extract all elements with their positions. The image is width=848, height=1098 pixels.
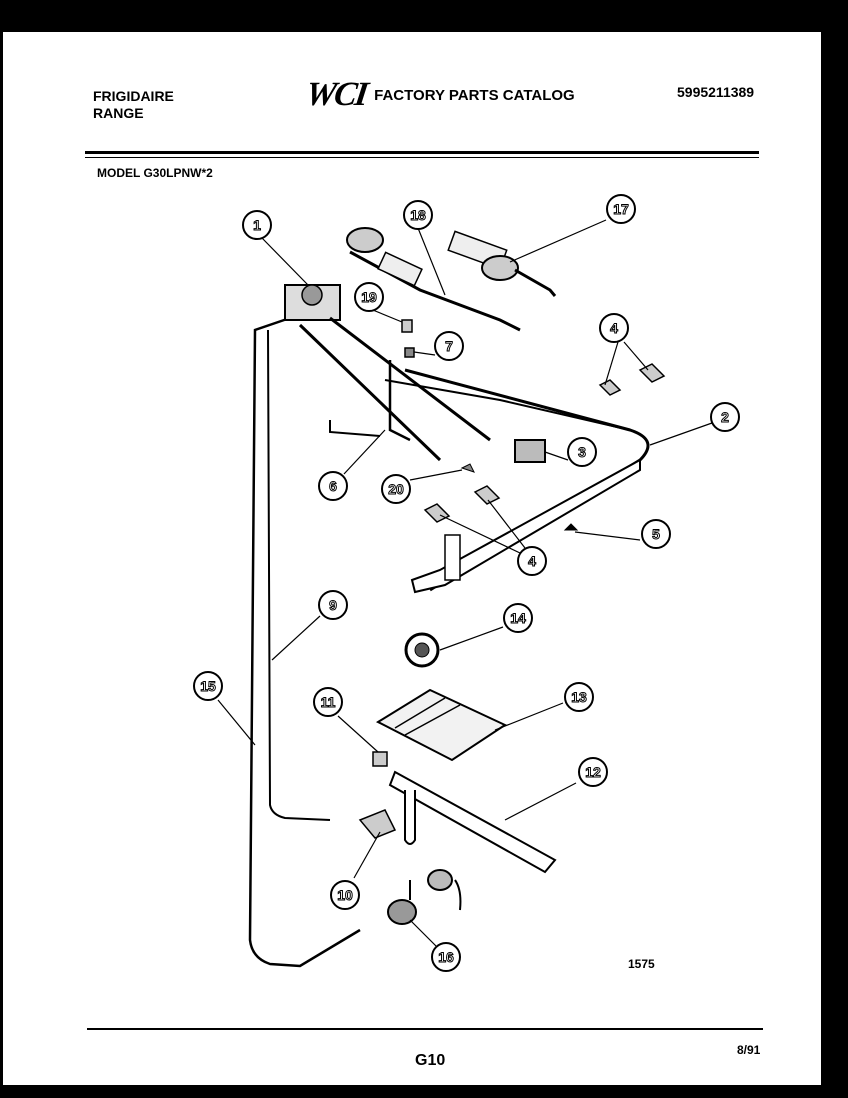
svg-text:9: 9 — [329, 597, 337, 613]
thermostat-part — [284, 284, 491, 462]
header-rule-thin — [85, 157, 759, 158]
valve-part-3 — [514, 439, 546, 463]
valve-part-10 — [358, 809, 397, 839]
svg-text:6: 6 — [329, 478, 337, 494]
callout-7: 7 — [434, 331, 464, 361]
brand-name: FRIGIDAIRE — [93, 88, 174, 104]
valve-part-17 — [447, 230, 557, 297]
svg-text:3: 3 — [578, 444, 586, 460]
callout-3: 3 — [567, 437, 597, 467]
burner-valve-part — [346, 227, 521, 332]
svg-text:7: 7 — [445, 338, 453, 354]
callout-14: 14 — [503, 603, 533, 633]
header-rule — [85, 151, 759, 154]
svg-text:19: 19 — [361, 289, 377, 305]
page-id: G10 — [415, 1052, 446, 1069]
burner-part-13 — [375, 688, 508, 762]
part-number: 5995211389 — [677, 84, 755, 100]
bracket-part-11 — [372, 751, 388, 767]
burner-bracket — [410, 458, 641, 594]
callout-12: 12 — [578, 757, 608, 787]
callout-9: 9 — [318, 590, 348, 620]
callout-1: 1 — [242, 210, 272, 240]
catalog-title-block: WCI FACTORY PARTS CATALOG — [303, 76, 575, 113]
pilot-tube-9 — [267, 329, 331, 821]
callout-5: 5 — [641, 519, 671, 549]
svg-text:5: 5 — [652, 526, 660, 542]
svg-text:1: 1 — [253, 217, 261, 233]
svg-text:10: 10 — [337, 887, 353, 903]
svg-text:4: 4 — [528, 553, 536, 569]
callout-10: 10 — [330, 880, 360, 910]
callout-13: 13 — [564, 682, 594, 712]
callout-4-bottom: 4 — [517, 546, 547, 576]
svg-text:16: 16 — [438, 949, 454, 965]
burner-tube-12 — [388, 770, 557, 874]
svg-text:13: 13 — [571, 689, 587, 705]
callout-6: 6 — [318, 471, 348, 501]
brand-block: FRIGIDAIRE RANGE — [93, 88, 174, 122]
product-type: RANGE — [93, 105, 144, 121]
catalog-date: 8/91 — [737, 1043, 761, 1057]
thermocouple-part-16 — [387, 869, 462, 925]
callout-19: 19 — [354, 282, 384, 312]
figure-number: 1575 — [628, 957, 655, 971]
catalog-page: FRIGIDAIRE RANGE WCI FACTORY PARTS CATAL… — [3, 32, 821, 1085]
catalog-title: FACTORY PARTS CATALOG — [374, 86, 575, 104]
callout-18: 18 — [403, 200, 433, 230]
callout-2: 2 — [710, 402, 740, 432]
callout-11: 11 — [313, 687, 343, 717]
footer-rule — [87, 1028, 763, 1030]
callout-17: 17 — [606, 194, 636, 224]
callout-20: 20 — [381, 474, 411, 504]
svg-text:20: 20 — [388, 481, 404, 497]
svg-text:14: 14 — [510, 610, 526, 626]
pilot-tube-15 — [248, 316, 361, 968]
svg-text:11: 11 — [321, 694, 336, 710]
svg-text:18: 18 — [410, 207, 426, 223]
callout-15: 15 — [193, 671, 223, 701]
callout-4-top: 4 — [599, 313, 629, 343]
model-number: MODEL G30LPNW*2 — [97, 166, 213, 180]
svg-text:12: 12 — [585, 764, 601, 780]
svg-text:15: 15 — [200, 678, 216, 694]
svg-text:2: 2 — [721, 409, 729, 425]
svg-text:4: 4 — [610, 320, 618, 336]
parts-diagram: 1 18 17 19 7 4 2 3 6 20 5 4 9 14 15 11 1… — [193, 194, 740, 972]
svg-text:17: 17 — [613, 201, 629, 217]
callout-16: 16 — [431, 942, 461, 972]
